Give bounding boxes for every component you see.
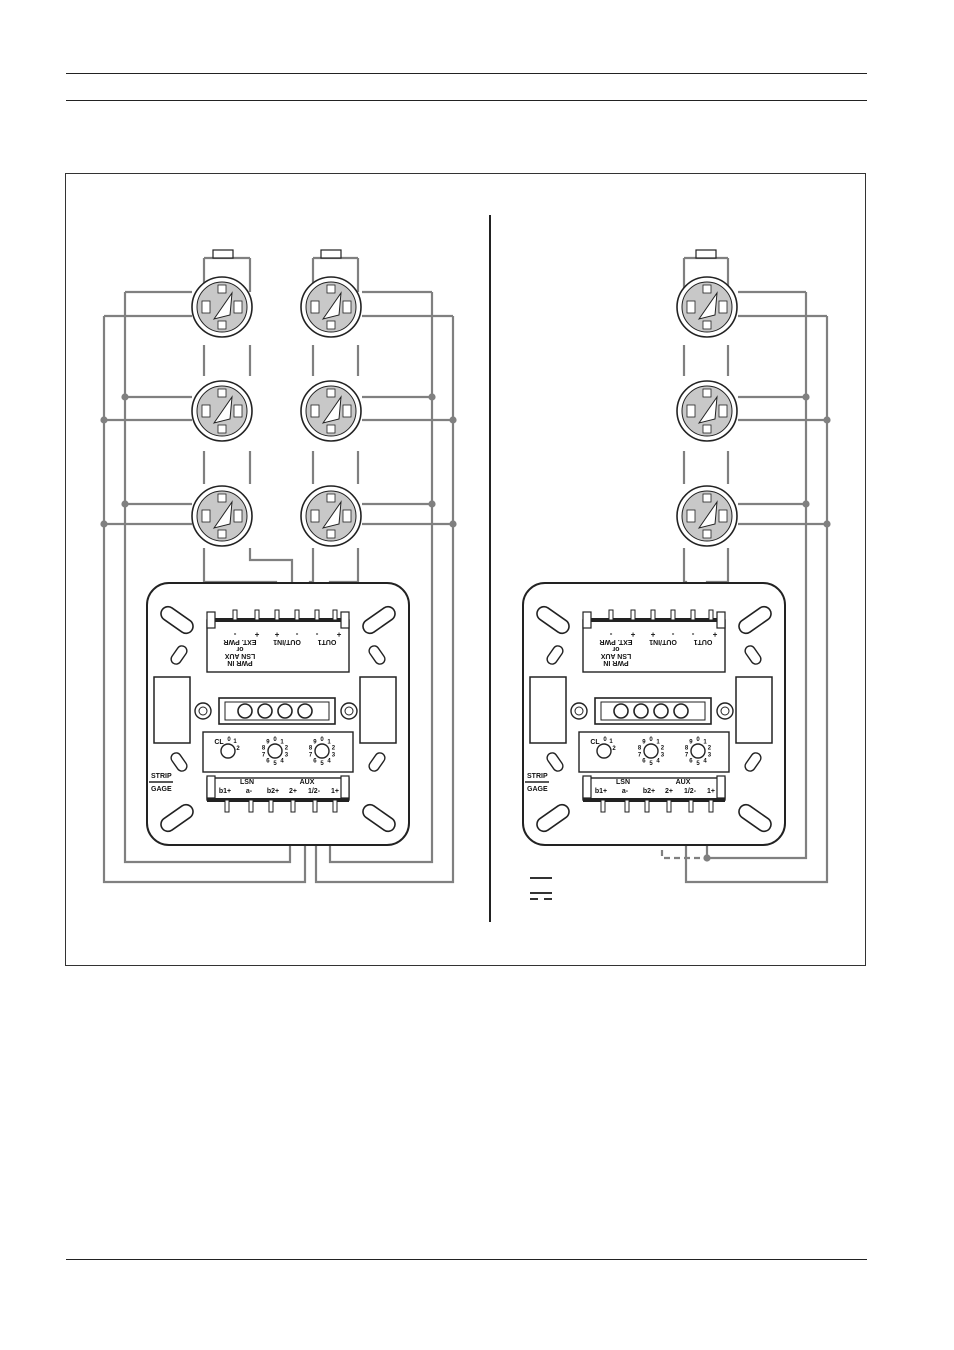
switch-panel: CL01201234567890123456789 [203, 732, 353, 772]
detector-base-icon [301, 486, 361, 546]
terminal-sign: + [630, 630, 635, 639]
label-lsn-aux: LSN AUX [224, 652, 255, 659]
group-title-aux: AUX [676, 779, 691, 786]
switch-cl-label: CL [590, 739, 600, 746]
terminal-label: 2+ [289, 788, 297, 795]
gage-label: GAGE [151, 786, 172, 793]
end-of-line-resistor [213, 250, 233, 258]
label-out1: OUT1 [694, 638, 713, 645]
detector-base-icon [301, 277, 361, 337]
detector-base-icon [677, 486, 737, 546]
label-out1: OUT1 [318, 638, 337, 645]
terminal-label: 1/2- [308, 788, 321, 795]
label-lsn-aux: LSN AUX [600, 652, 631, 659]
terminal-sign: - [671, 630, 674, 639]
indicator-row [195, 698, 357, 724]
label-pwr-in: PWR IN [603, 659, 628, 666]
group-title-lsn: LSN [240, 779, 254, 786]
terminal-sign: - [315, 630, 318, 639]
strip-label: STRIP [527, 773, 548, 780]
terminal-label: 2+ [665, 788, 673, 795]
group-title-lsn: LSN [616, 779, 630, 786]
terminal-label: 1+ [707, 788, 715, 795]
terminal-label: b1+ [595, 788, 607, 795]
terminal-label: 1+ [331, 788, 339, 795]
label-out-in1: OUT/IN1 [649, 638, 677, 645]
label-ext-pwr: EXT. PWR [223, 638, 256, 645]
legend-symbols [530, 878, 552, 899]
switch-cl-label: CL [214, 739, 224, 746]
detector-base-icon [192, 277, 252, 337]
detector-base-icon [192, 381, 252, 441]
label-or: or [236, 645, 243, 652]
label-ext-pwr: EXT. PWR [599, 638, 632, 645]
strip-label: STRIP [151, 773, 172, 780]
terminal-sign: - [295, 630, 298, 639]
terminal-sign: - [609, 630, 612, 639]
group-title-aux: AUX [300, 779, 315, 786]
terminal-label: b2+ [267, 788, 279, 795]
detector-base-icon [677, 277, 737, 337]
end-of-line-resistor [321, 250, 341, 258]
terminal-sign: + [274, 630, 279, 639]
terminal-sign: + [254, 630, 259, 639]
terminal-sign: + [336, 630, 341, 639]
terminal-label: 1/2- [684, 788, 697, 795]
terminal-label: b1+ [219, 788, 231, 795]
end-of-line-resistor [696, 250, 716, 258]
indicator-row [571, 698, 733, 724]
terminal-label: a- [246, 788, 253, 795]
switch-panel: CL01201234567890123456789 [579, 732, 729, 772]
label-pwr-in: PWR IN [227, 659, 252, 666]
gage-label: GAGE [527, 786, 548, 793]
terminal-sign: - [233, 630, 236, 639]
terminal-sign: + [650, 630, 655, 639]
label-or: or [612, 645, 619, 652]
terminal-label: a- [622, 788, 629, 795]
detector-base-icon [677, 381, 737, 441]
label-out-in1: OUT/IN1 [273, 638, 301, 645]
detector-base-icon [192, 486, 252, 546]
terminal-sign: + [712, 630, 717, 639]
terminal-sign: - [691, 630, 694, 639]
terminal-label: b2+ [643, 788, 655, 795]
detector-base-icon [301, 381, 361, 441]
